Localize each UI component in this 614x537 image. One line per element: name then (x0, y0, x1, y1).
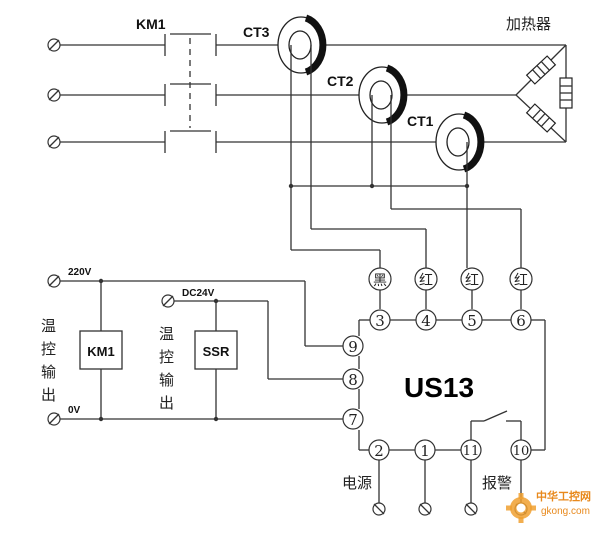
pin-11: 11 (460, 439, 482, 461)
wire-color-red-1: 红 (419, 273, 433, 289)
watermark-url: gkong.com (541, 506, 590, 517)
ct3-label: CT3 (243, 24, 270, 40)
current-transformers: CT3 CT2 CT1 (243, 14, 485, 173)
alarm-relay-contact (470, 410, 522, 440)
ct3-ring (277, 14, 327, 76)
us13-module: US13 3 4 5 6 9 8 7 (342, 309, 546, 461)
terminal-dc24v (161, 294, 175, 308)
pin-3-label: 3 (375, 312, 385, 330)
heater-element-3 (559, 77, 573, 109)
control-circuit: 220V 0V KM1 DC24V SSR 温控输出 (39, 267, 343, 426)
ct2-label: CT2 (327, 73, 354, 89)
watermark-text: 中华工控网 (536, 489, 591, 503)
pin-3: 3 (369, 309, 391, 331)
pin-8: 8 (342, 368, 364, 390)
heater: 加热器 (506, 15, 573, 143)
label-0v: 0V (68, 405, 81, 416)
wire-terminal-black: 黑 (368, 267, 392, 291)
power-terminal-2 (418, 502, 432, 516)
pin-10: 10 (510, 439, 532, 461)
ct-secondary-wires (288, 45, 522, 268)
wire-terminal-red-1: 红 (414, 267, 438, 291)
pin-1: 1 (414, 439, 436, 461)
pin-4: 4 (415, 309, 437, 331)
km1-contactor-label: KM1 (136, 16, 166, 32)
phase-terminals (47, 38, 61, 149)
pin-9: 9 (342, 335, 364, 357)
pin-8-label: 8 (348, 371, 358, 389)
label-dc24v: DC24V (182, 288, 215, 299)
ssr-label: SSR (203, 344, 230, 359)
pin-4-label: 4 (421, 312, 431, 330)
pin-5-label: 5 (467, 312, 477, 330)
pin-1-label: 1 (420, 442, 430, 460)
wire-terminal-red-2: 红 (460, 267, 484, 291)
pin-5: 5 (461, 309, 483, 331)
terminal-0v (47, 412, 61, 426)
pin-7-label: 7 (348, 411, 358, 429)
pin-11-label: 11 (463, 444, 480, 459)
wire-color-red-2: 红 (465, 273, 479, 289)
pin-6-label: 6 (516, 312, 526, 330)
power-label: 电源 (342, 474, 372, 492)
wire-terminal-red-3: 红 (509, 267, 533, 291)
heater-element-1 (525, 55, 557, 85)
km1-contacts: KM1 (136, 16, 217, 153)
temp-control-output-label-2: 温控输出 (157, 326, 175, 418)
temp-control-output-label-1: 温控输出 (39, 318, 57, 410)
gear-icon (506, 493, 536, 523)
module-name: US13 (404, 372, 474, 403)
pin-2-label: 2 (374, 442, 384, 460)
heater-element-2 (525, 103, 557, 133)
ssr-box: SSR (194, 330, 238, 370)
km1-coil-label: KM1 (87, 344, 114, 359)
pin-7: 7 (342, 408, 364, 430)
ct1-label: CT1 (407, 113, 434, 129)
km1-coil-box: KM1 (79, 330, 123, 370)
wire-color-black: 黑 (373, 273, 387, 289)
watermark: 中华工控网 gkong.com (506, 489, 591, 523)
pin-10-label: 10 (513, 444, 530, 459)
terminal-l2 (47, 88, 61, 102)
wire-color-terminals: 黑 红 红 红 (368, 267, 533, 309)
terminal-l1 (47, 38, 61, 52)
pin-6: 6 (510, 309, 532, 331)
terminal-l3 (47, 135, 61, 149)
label-220v: 220V (68, 267, 92, 278)
ct2-ring (358, 64, 408, 126)
alarm-terminal-1 (464, 502, 478, 516)
terminal-220v (47, 274, 61, 288)
bottom-terminals: 电源 报警 (342, 460, 528, 516)
power-terminal-1 (372, 502, 386, 516)
ct1-ring (435, 111, 485, 173)
alarm-label: 报警 (482, 474, 512, 492)
heater-label: 加热器 (506, 15, 551, 33)
pin-2: 2 (368, 439, 390, 461)
wire-color-red-3: 红 (514, 273, 528, 289)
pin-9-label: 9 (348, 338, 358, 356)
